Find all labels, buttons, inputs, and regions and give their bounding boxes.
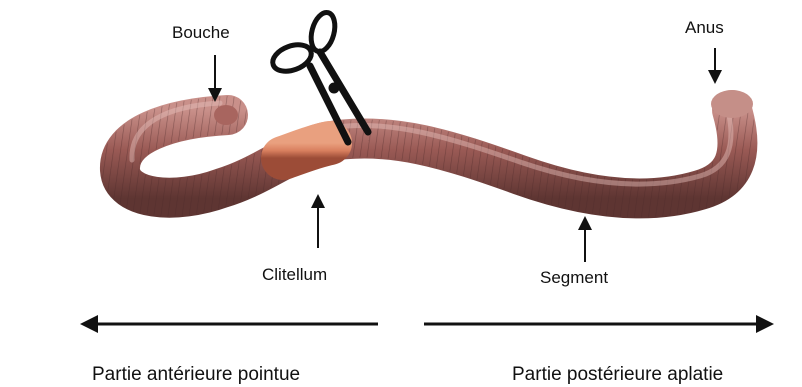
label-clitellum: Clitellum xyxy=(262,265,327,284)
arrow-clitellum-head xyxy=(311,194,325,208)
earthworm xyxy=(120,90,753,198)
caption-anterior: Partie antérieure pointue xyxy=(92,364,300,385)
worm-head-tip xyxy=(214,105,238,125)
arrow-segment-head xyxy=(578,216,592,230)
label-segment: Segment xyxy=(540,268,608,287)
arrow-posterior-direction-head xyxy=(756,315,774,333)
arrow-anus-head xyxy=(708,70,722,84)
label-mouth: Bouche xyxy=(172,23,230,42)
arrow-anterior-direction-head xyxy=(80,315,98,333)
caption-posterior: Partie postérieure aplatie xyxy=(512,364,723,385)
label-anus: Anus xyxy=(685,18,724,37)
worm-tail-tip xyxy=(711,90,753,118)
clitellum-band xyxy=(283,143,330,158)
